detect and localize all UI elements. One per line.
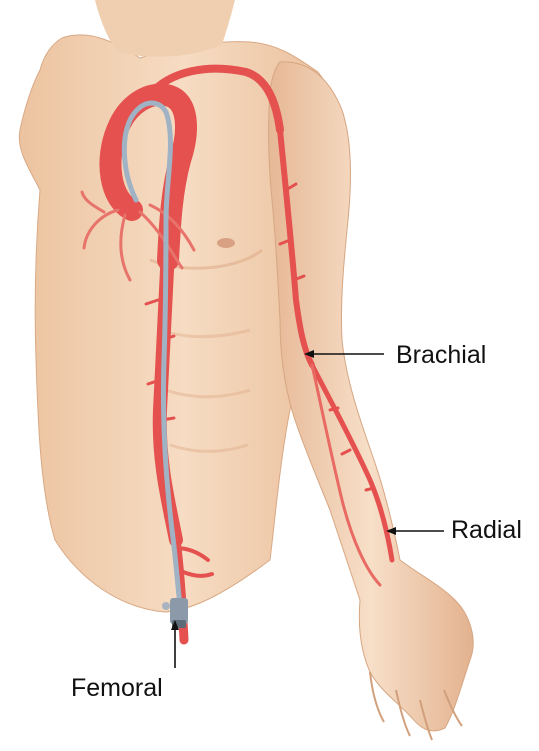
femoral-pointer [171,620,179,668]
arm-silhouette [269,62,473,731]
femoral-label: Femoral [71,676,163,701]
radial-label: Radial [451,518,522,543]
nipple [217,238,235,248]
radial-pointer [386,527,444,535]
brachial-label: Brachial [396,343,486,368]
